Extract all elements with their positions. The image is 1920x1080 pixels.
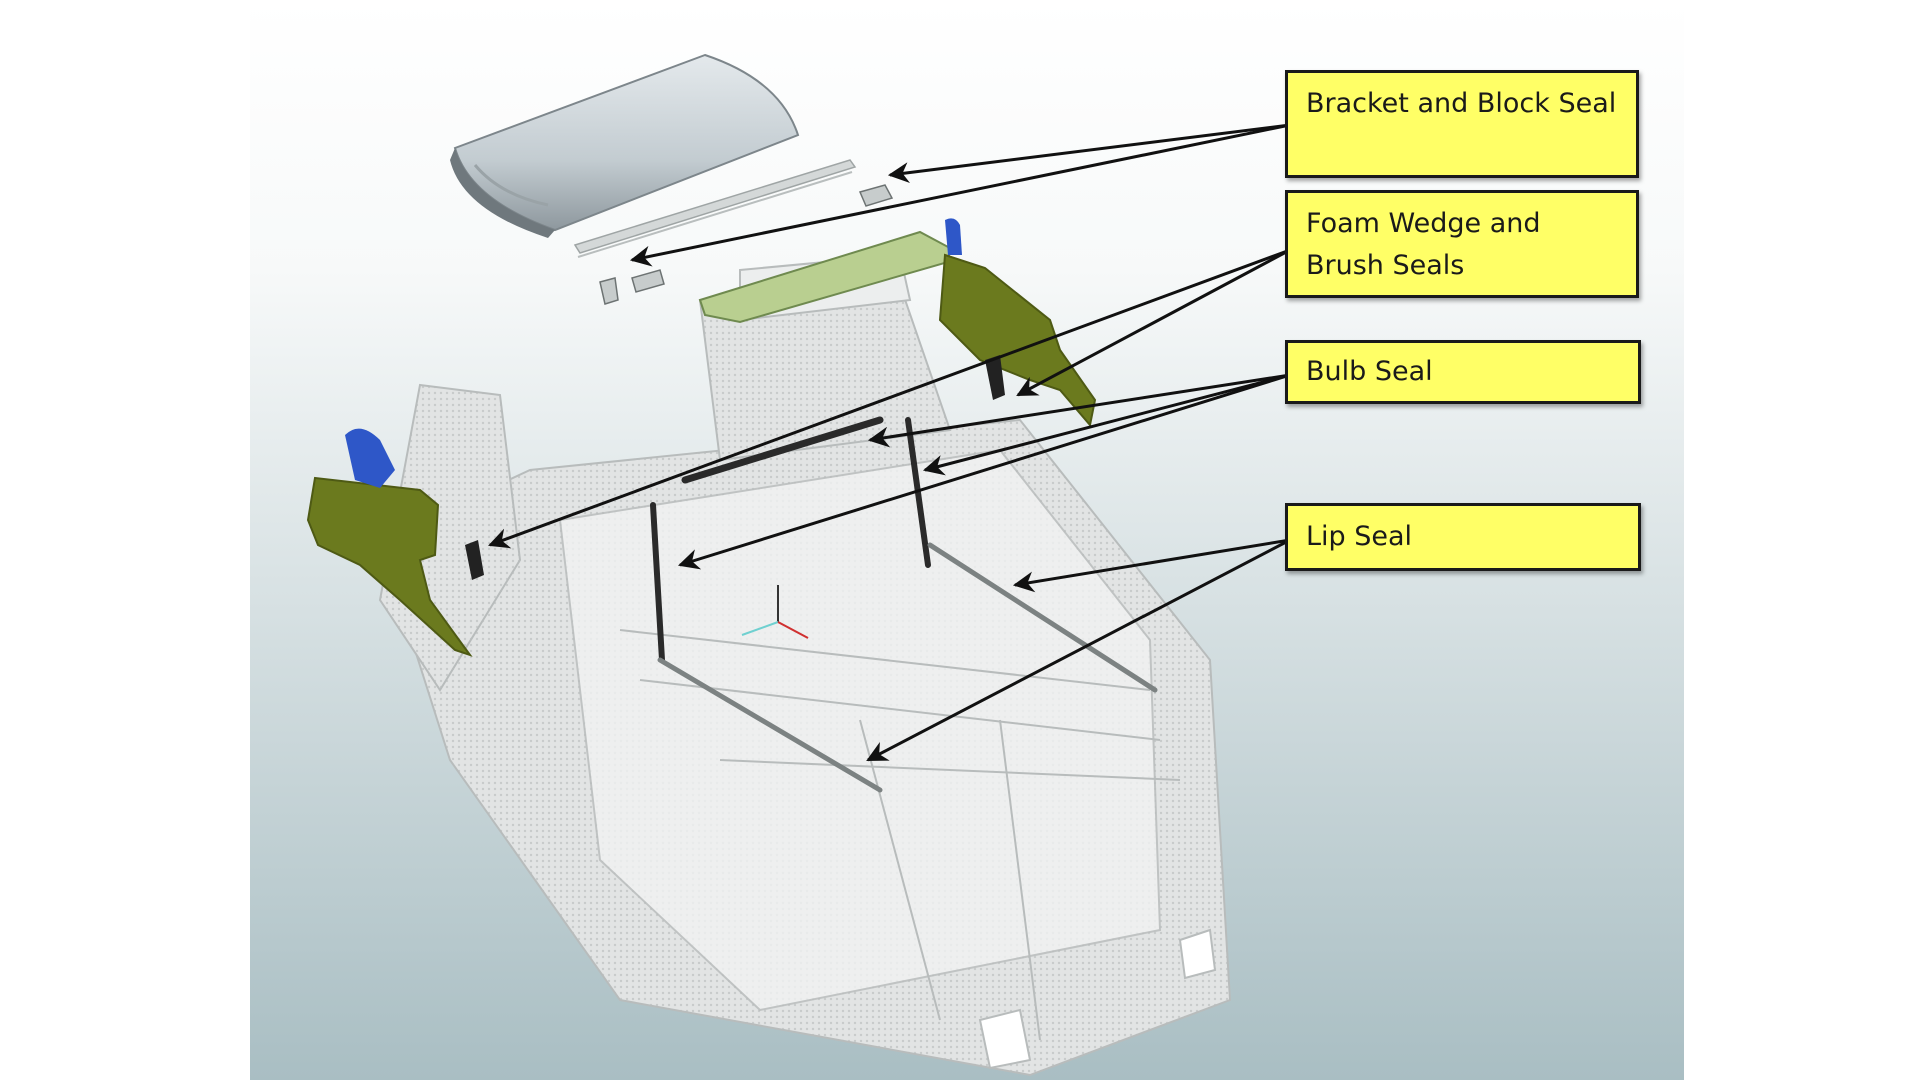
callout-bulb-seal-text: Bulb Seal (1306, 356, 1433, 387)
top-cover (450, 53, 800, 238)
callout-lip-seal-text: Lip Seal (1306, 521, 1413, 552)
brush-seal-strip (573, 159, 857, 258)
callout-foam-wedge-brush-seals-text: Foam Wedge and Brush Seals (1306, 208, 1541, 281)
left-seal-panel (306, 428, 484, 657)
bracket-parts (599, 184, 894, 305)
callout-bracket-block-seal-text: Bracket and Block Seal (1306, 88, 1617, 119)
diagram-canvas: Bracket and Block Seal Foam Wedge and Br… (250, 0, 1684, 1080)
bulb-seal-rods (650, 416, 931, 663)
leader-arrows (488, 123, 1291, 762)
right-seal-panel (938, 218, 1097, 428)
callout-bulb-seal: Bulb Seal (1285, 340, 1641, 404)
callout-bracket-block-seal: Bracket and Block Seal (1285, 70, 1639, 178)
lip-seal-bars (657, 542, 1158, 793)
callout-lip-seal: Lip Seal (1285, 503, 1641, 571)
coordinate-axes (741, 585, 809, 639)
callout-foam-wedge-brush-seals: Foam Wedge and Brush Seals (1285, 190, 1639, 298)
